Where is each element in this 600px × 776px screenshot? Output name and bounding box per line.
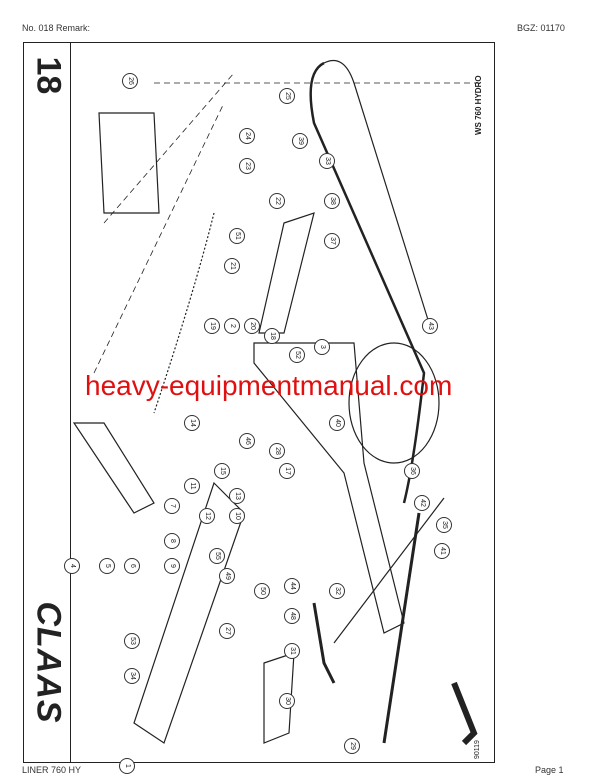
callout-43: 43	[422, 318, 438, 334]
callout-48: 48	[284, 608, 300, 624]
callout-50: 50	[254, 583, 270, 599]
callout-18: 18	[264, 328, 280, 344]
callout-39: 39	[292, 133, 308, 149]
watermark: heavy-equipmentmanual.com	[85, 370, 453, 401]
callout-32: 32	[329, 583, 345, 599]
callout-17: 17	[279, 463, 295, 479]
callout-22: 22	[269, 193, 285, 209]
callout-38: 38	[324, 193, 340, 209]
callout-20: 20	[244, 318, 260, 334]
title-strip: 18 CLAAS	[24, 43, 71, 762]
callout-44: 44	[284, 578, 300, 594]
callout-3: 3	[314, 339, 330, 355]
callout-42: 42	[414, 495, 430, 511]
callout-37: 37	[324, 233, 340, 249]
callout-9: 9	[164, 558, 180, 574]
parts-diagram	[72, 59, 484, 746]
callout-13: 13	[229, 488, 245, 504]
callout-24: 24	[239, 128, 255, 144]
callout-41: 41	[434, 543, 450, 559]
callout-25: 25	[279, 88, 295, 104]
callout-31: 31	[284, 643, 300, 659]
callout-51: 51	[229, 228, 245, 244]
callout-26: 26	[122, 73, 138, 89]
callout-36: 36	[404, 463, 420, 479]
callout-34: 34	[124, 668, 140, 684]
callout-5: 5	[99, 558, 115, 574]
footer-right: Page 1	[535, 765, 564, 775]
callout-12: 12	[199, 508, 215, 524]
callout-6: 6	[124, 558, 140, 574]
callout-2: 2	[224, 318, 240, 334]
callout-46: 46	[239, 433, 255, 449]
callout-40: 40	[329, 415, 345, 431]
callout-15: 15	[214, 463, 230, 479]
callout-53: 53	[124, 633, 140, 649]
callout-35: 35	[436, 517, 452, 533]
callout-28: 28	[269, 443, 285, 459]
callout-14: 14	[184, 415, 200, 431]
callout-8: 8	[164, 533, 180, 549]
callout-33: 33	[319, 153, 335, 169]
callout-30: 30	[279, 693, 295, 709]
footer-left: LINER 760 HY	[22, 765, 82, 775]
callout-4: 4	[64, 558, 80, 574]
callout-27: 27	[219, 623, 235, 639]
header-right: BGZ: 01170	[517, 23, 565, 33]
callout-7: 7	[164, 498, 180, 514]
header-left: No. 018 Remark:	[22, 23, 91, 33]
callout-19: 19	[204, 318, 220, 334]
callout-21: 21	[224, 258, 240, 274]
callout-23: 23	[239, 158, 255, 174]
callout-52: 52	[289, 347, 305, 363]
callout-1: 1	[119, 758, 135, 774]
callout-10: 10	[229, 508, 245, 524]
callout-29: 29	[344, 738, 360, 754]
callout-55: 55	[209, 548, 225, 564]
callout-49: 49	[219, 568, 235, 584]
callout-11: 11	[184, 478, 200, 494]
